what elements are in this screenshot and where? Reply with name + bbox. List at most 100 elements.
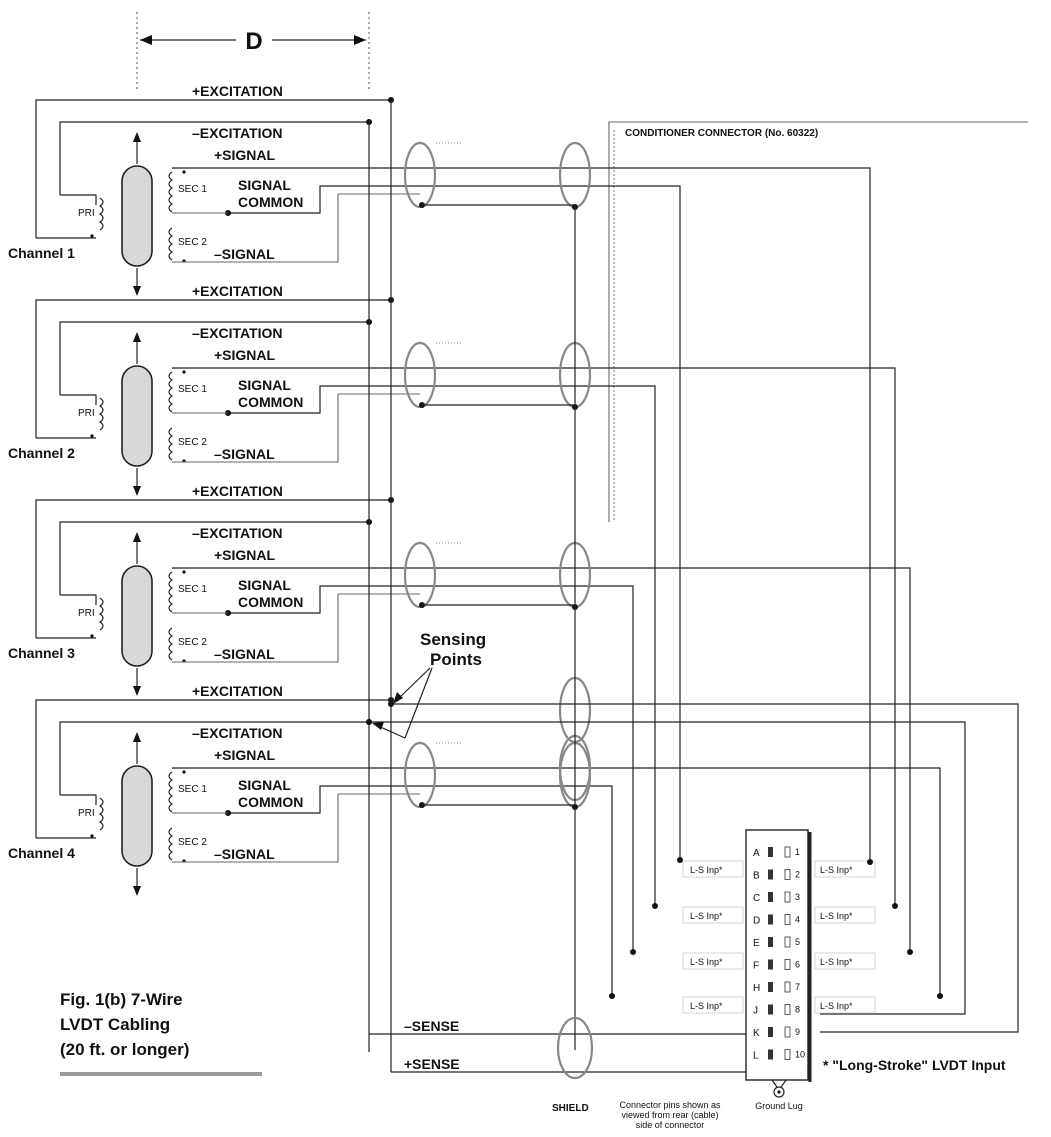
signal-common-label-2: COMMON — [238, 194, 303, 210]
connector-note-line3: side of connector — [636, 1120, 705, 1130]
ls-input-right-2: L-S Inp* — [820, 911, 853, 921]
dimension-label: D — [245, 28, 262, 55]
sense-wires: –SENSE +SENSE SHIELD — [369, 1016, 760, 1114]
pri-label: PRI — [78, 408, 95, 419]
signal-minus-label: –SIGNAL — [214, 846, 275, 862]
sensing-points-line2: Points — [430, 650, 482, 669]
pin-H — [768, 982, 773, 992]
pin-letter-K: K — [753, 1028, 760, 1039]
signal-minus-label: –SIGNAL — [214, 646, 275, 662]
pin-number-8: 8 — [795, 1005, 800, 1015]
ls-input-right-4: L-S Inp* — [820, 1001, 853, 1011]
signal-minus-label: –SIGNAL — [214, 246, 275, 262]
pin-E — [768, 937, 773, 947]
signal-common-label-1: SIGNAL — [238, 177, 291, 193]
signal-common-label-2: COMMON — [238, 394, 303, 410]
sec1-label: SEC 1 — [178, 184, 207, 195]
figure-caption: Fig. 1(b) 7-Wire LVDT Cabling (20 ft. or… — [60, 990, 262, 1076]
signal-common-label-1: SIGNAL — [238, 777, 291, 793]
signal-plus-label: +SIGNAL — [214, 347, 276, 363]
pri-label: PRI — [78, 208, 95, 219]
pin-letter-B: B — [753, 871, 760, 882]
sensing-points-callout: Sensing Points — [366, 630, 486, 739]
channel-1: PRI SEC 1 SEC 2 +EXCITATION –EXCITATION +SIGN… — [8, 83, 871, 862]
signal-plus-label: +SIGNAL — [214, 147, 276, 163]
ch4-excitation-runs — [369, 676, 1019, 1033]
ls-input-left-3: L-S Inp* — [690, 957, 723, 967]
pin-2 — [784, 869, 791, 880]
pin-6 — [784, 959, 791, 970]
excitation-minus-label: –EXCITATION — [192, 325, 283, 341]
dimension-d: D — [136, 12, 370, 90]
pin-number-3: 3 — [795, 892, 800, 902]
pin-letter-H: H — [753, 983, 760, 994]
excitation-minus-label: –EXCITATION — [192, 525, 283, 541]
signal-minus-label: –SIGNAL — [214, 446, 275, 462]
pin-letter-E: E — [753, 938, 760, 949]
ls-input-left-4: L-S Inp* — [690, 1001, 723, 1011]
ground-lug — [771, 1079, 787, 1098]
pin-number-4: 4 — [795, 915, 800, 925]
excitation-minus-label: –EXCITATION — [192, 725, 283, 741]
channel-2: PRI SEC 1 SEC 2 +EXCITATION –EXCITATION +SIGN… — [8, 283, 896, 906]
pin-K — [768, 1027, 773, 1037]
pin-8 — [784, 1004, 791, 1015]
pin-C — [768, 892, 773, 902]
signal-common-label-1: SIGNAL — [238, 577, 291, 593]
pin-3 — [784, 891, 791, 903]
ls-input-right-3: L-S Inp* — [820, 957, 853, 967]
connector-note-line1: Connector pins shown as — [619, 1100, 721, 1110]
pri-label: PRI — [78, 608, 95, 619]
sec1-label: SEC 1 — [178, 784, 207, 795]
pin-D — [768, 914, 773, 925]
signal-common-label-2: COMMON — [238, 794, 303, 810]
ground-lug-label: Ground Lug — [755, 1101, 803, 1111]
pin-5 — [784, 936, 791, 948]
signal-common-label-1: SIGNAL — [238, 377, 291, 393]
pin-7 — [784, 981, 791, 993]
pin-J — [768, 1004, 773, 1015]
pin-letter-A: A — [753, 848, 760, 859]
pin-1 — [784, 846, 791, 858]
ls-input-left-2: L-S Inp* — [690, 911, 723, 921]
pin-number-5: 5 — [795, 937, 800, 947]
sec2-label: SEC 2 — [178, 837, 207, 848]
channels-group: PRI SEC 1 SEC 2 +EXCITATION –EXCITATION +SIGN… — [8, 83, 1019, 1033]
pin-letter-D: D — [753, 916, 760, 927]
pin-letter-J: J — [753, 1006, 758, 1017]
channel-name: Channel 2 — [8, 445, 75, 461]
sec1-label: SEC 1 — [178, 584, 207, 595]
excitation-plus-label: +EXCITATION — [192, 283, 283, 299]
sense-plus-label: +SENSE — [404, 1056, 460, 1072]
channel-name: Channel 1 — [8, 245, 75, 261]
excitation-plus-label: +EXCITATION — [192, 83, 283, 99]
caption-line1: Fig. 1(b) 7-Wire — [60, 990, 183, 1009]
pin-number-7: 7 — [795, 982, 800, 992]
pin-number-6: 6 — [795, 960, 800, 970]
channel-name: Channel 3 — [8, 645, 75, 661]
caption-line3: (20 ft. or longer) — [60, 1040, 189, 1059]
pin-number-1: 1 — [795, 847, 800, 857]
sensing-points-line1: Sensing — [420, 630, 486, 649]
excitation-minus-label: –EXCITATION — [192, 125, 283, 141]
pin-L — [768, 1049, 773, 1060]
shield-label: SHIELD — [552, 1103, 589, 1114]
channel-name: Channel 4 — [8, 845, 75, 861]
pin-F — [768, 959, 773, 970]
sense-minus-label: –SENSE — [404, 1018, 459, 1034]
pin-A — [768, 847, 773, 857]
sec1-label: SEC 1 — [178, 384, 207, 395]
sec2-label: SEC 2 — [178, 437, 207, 448]
pin-number-9: 9 — [795, 1027, 800, 1037]
ls-input-right-1: L-S Inp* — [820, 865, 853, 875]
ls-input-left-1: L-S Inp* — [690, 865, 723, 875]
pin-number-10: 10 — [795, 1050, 805, 1060]
caption-line2: LVDT Cabling — [60, 1015, 170, 1034]
sec2-label: SEC 2 — [178, 237, 207, 248]
pin-letter-L: L — [753, 1051, 759, 1062]
connector-note-line2: viewed from rear (cable) — [621, 1110, 718, 1120]
excitation-plus-label: +EXCITATION — [192, 683, 283, 699]
